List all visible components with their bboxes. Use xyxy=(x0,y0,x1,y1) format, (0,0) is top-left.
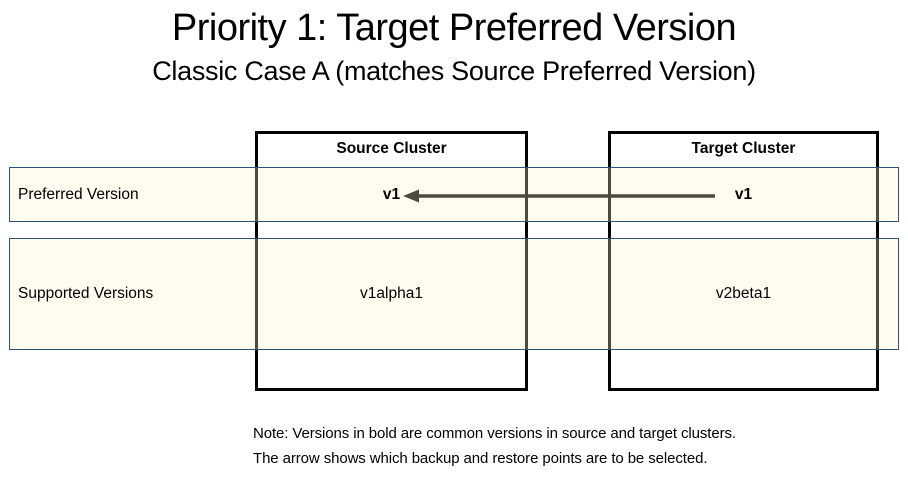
note: Note: Versions in bold are common versio… xyxy=(253,421,736,471)
target-supported-versions-value: v2beta1 xyxy=(715,285,772,303)
row-label-supported-versions: Supported Versions xyxy=(18,285,154,303)
row-label-preferred-version: Preferred Version xyxy=(18,185,139,203)
target-cluster-header: Target Cluster xyxy=(691,140,796,158)
target-cluster-box xyxy=(608,131,879,391)
source-supported-versions-value: v1alpha1 xyxy=(360,285,423,303)
note-line-1: Note: Versions in bold are common versio… xyxy=(253,425,736,442)
page-subtitle: Classic Case A (matches Source Preferred… xyxy=(152,56,756,86)
source-cluster-box xyxy=(255,131,528,391)
source-preferred-version-value: v1 xyxy=(382,185,401,203)
page-title: Priority 1: Target Preferred Version xyxy=(171,7,737,49)
target-preferred-version-value: v1 xyxy=(734,185,753,203)
source-cluster-header: Source Cluster xyxy=(336,140,447,158)
supported-versions-row xyxy=(9,238,899,350)
note-line-2: The arrow shows which backup and restore… xyxy=(253,450,708,467)
